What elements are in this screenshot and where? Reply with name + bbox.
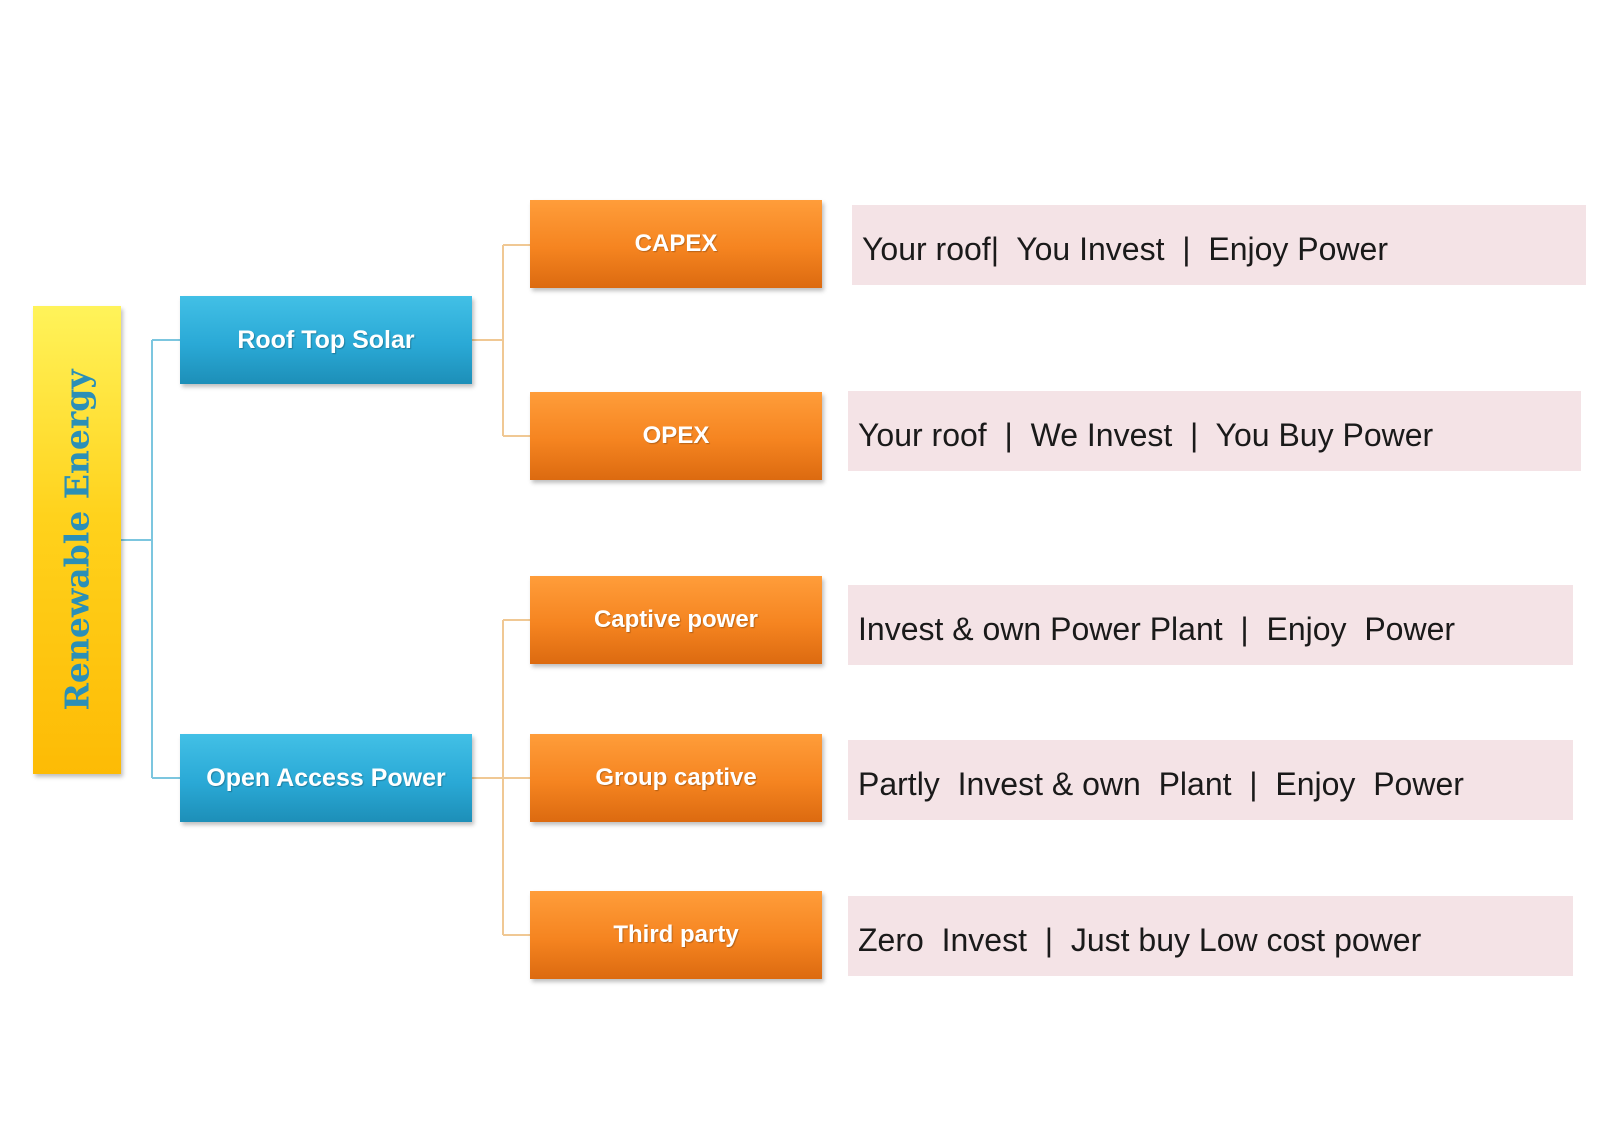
option-third-party: Third party: [530, 891, 822, 979]
option-capex: CAPEX: [530, 200, 822, 288]
description-text: Zero Invest | Just buy Low cost power: [858, 921, 1422, 958]
description-capex: Your roof| You Invest | Enjoy Power: [852, 205, 1586, 285]
root-node-renewable-energy: Renewable Energy: [33, 306, 121, 774]
option-group-captive: Group captive: [530, 734, 822, 822]
branch-open-access-power: Open Access Power: [180, 734, 472, 822]
branch-roof-top-solar: Roof Top Solar: [180, 296, 472, 384]
option-captive-power: Captive power: [530, 576, 822, 664]
option-label: Captive power: [593, 606, 759, 633]
description-third-party: Zero Invest | Just buy Low cost power: [848, 896, 1573, 976]
description-text: Partly Invest & own Plant | Enjoy Power: [858, 765, 1464, 802]
description-opex: Your roof | We Invest | You Buy Power: [848, 391, 1581, 471]
description-group-captive: Partly Invest & own Plant | Enjoy Power: [848, 740, 1573, 820]
description-text: Invest & own Power Plant | Enjoy Power: [858, 610, 1456, 647]
root-label: Renewable Energy: [57, 369, 97, 711]
description-text: Your roof| You Invest | Enjoy Power: [862, 230, 1388, 267]
option-label: CAPEX: [634, 230, 718, 257]
branch-label: Roof Top Solar: [237, 325, 415, 354]
option-label: OPEX: [642, 422, 710, 449]
option-opex: OPEX: [530, 392, 822, 480]
description-captive-power: Invest & own Power Plant | Enjoy Power: [848, 585, 1573, 665]
option-label: Group captive: [595, 764, 757, 791]
option-label: Third party: [613, 921, 739, 948]
description-text: Your roof | We Invest | You Buy Power: [858, 416, 1434, 453]
branch-label: Open Access Power: [206, 763, 446, 792]
